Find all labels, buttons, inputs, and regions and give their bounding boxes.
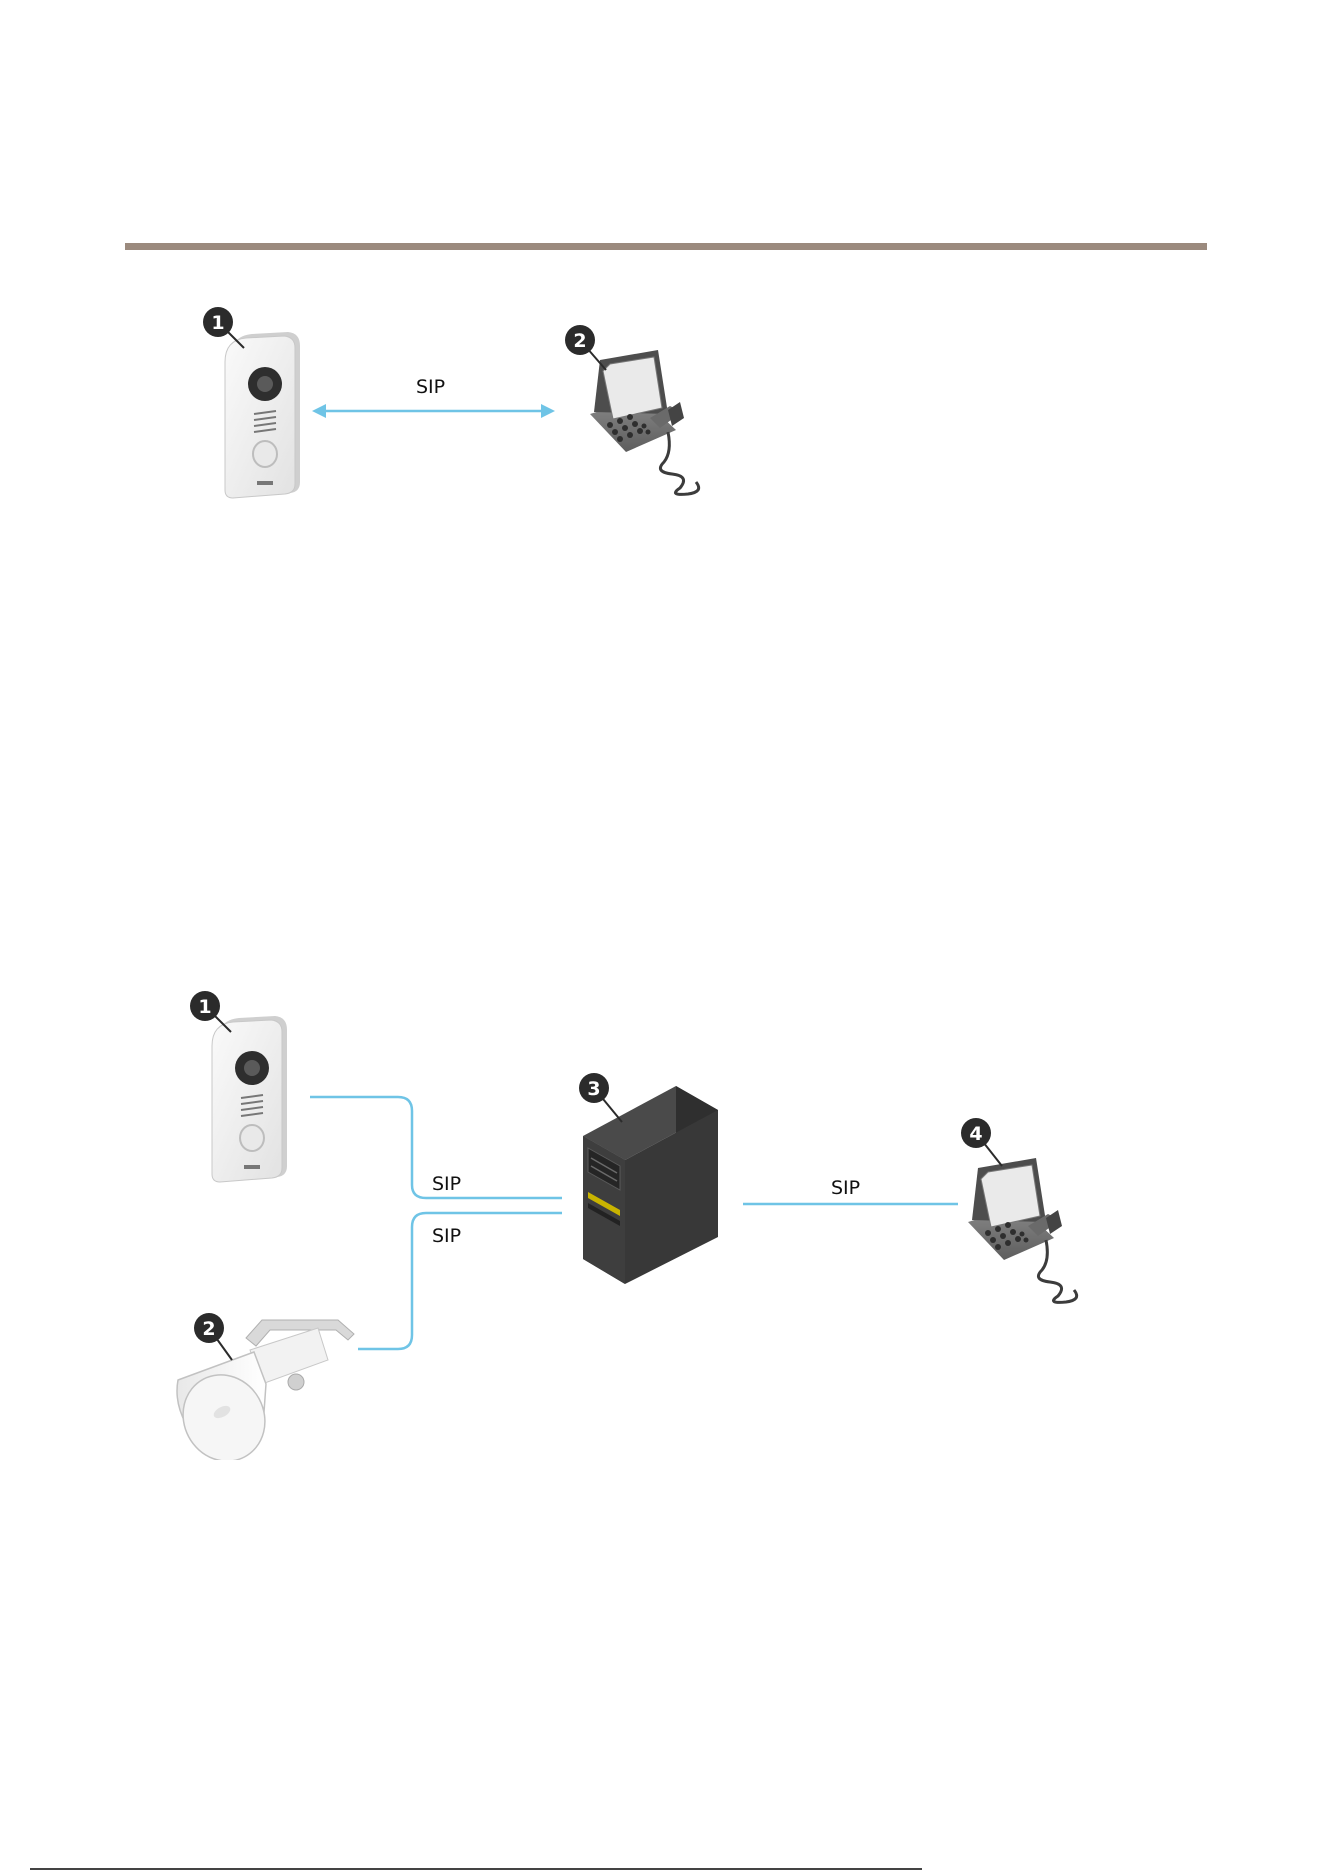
svg-text:2: 2	[573, 330, 586, 352]
callout-2-badge: 2	[194, 1313, 232, 1360]
pbx-diagram: SIP SIP SIP 1 2	[0, 980, 1324, 1460]
door-station-icon	[212, 1016, 287, 1182]
svg-text:2: 2	[202, 1318, 215, 1340]
callout-4-badge: 4	[961, 1118, 1002, 1166]
footer-rule	[30, 1868, 922, 1870]
pbx-server-icon	[583, 1086, 718, 1284]
horn-speaker-icon	[168, 1320, 354, 1460]
sip-label-phone: SIP	[831, 1177, 860, 1199]
ip-phone-icon	[590, 350, 699, 494]
callout-3-badge: 3	[579, 1073, 622, 1122]
sip-label-speaker: SIP	[432, 1225, 461, 1247]
callout-2-badge: 2	[565, 325, 606, 370]
svg-text:4: 4	[969, 1123, 982, 1145]
callout-1-badge: 1	[203, 307, 244, 348]
header-rule	[125, 243, 1207, 250]
sip-link-arrow	[312, 404, 555, 418]
svg-text:1: 1	[211, 312, 224, 334]
svg-text:1: 1	[198, 996, 211, 1018]
peer-to-peer-diagram: 1 SIP 2	[0, 290, 1324, 520]
sip-label-door-station: SIP	[432, 1173, 461, 1195]
svg-text:3: 3	[587, 1078, 600, 1100]
callout-1-badge: 1	[190, 991, 231, 1032]
sip-label: SIP	[416, 376, 445, 398]
door-station-icon	[225, 332, 300, 498]
ip-phone-icon	[968, 1158, 1077, 1302]
